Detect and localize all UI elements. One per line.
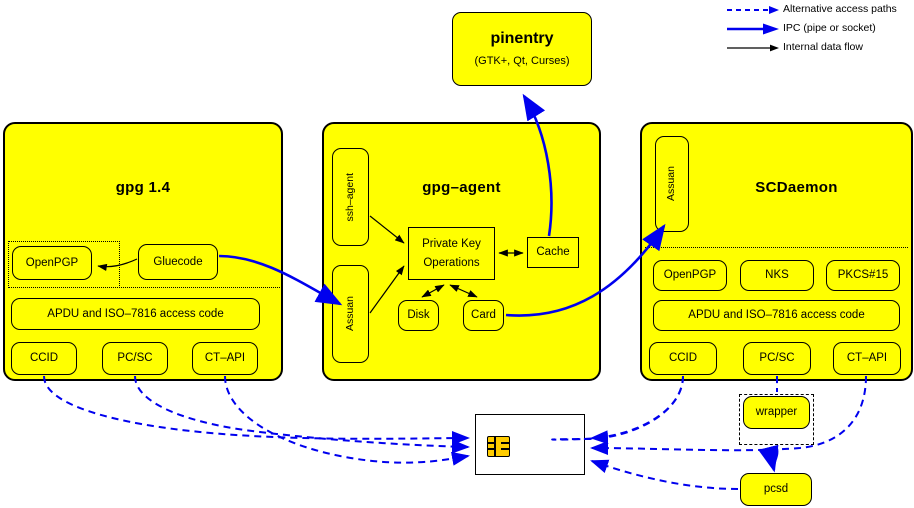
gpg-title: gpg 1.4 [115, 179, 171, 196]
gpgagent-private-key-operations-box[interactable]: Private Key Operations [408, 227, 495, 280]
scdaemon-app-openpgp[interactable]: OpenPGP [653, 260, 727, 291]
pinentry-subtitle: (GTK+, Qt, Curses) [474, 55, 570, 68]
gpgagent-ssh-agent-label: ssh–agent [343, 172, 356, 222]
pko-line-2: Operations [423, 256, 480, 269]
scdaemon-reader-pcsc[interactable]: PC/SC [743, 342, 811, 375]
legend-label-1: IPC (pipe or socket) [783, 22, 876, 34]
alt-path-scd-ctapi-to-card [590, 375, 867, 456]
alt-path-gpg-ctapi-to-card [224, 375, 470, 466]
scdaemon-reader-ccid[interactable]: CCID [649, 342, 717, 375]
ipc-wrapper-to-pcsd [758, 444, 779, 473]
legend-label-0: Alternative access paths [783, 3, 897, 15]
legend: Alternative access paths IPC (pipe or so… [725, 0, 914, 53]
gpgagent-cache-box[interactable]: Cache [527, 237, 579, 268]
dashed-arrow-icon [727, 6, 779, 14]
alt-path-pcsd-to-card [590, 459, 739, 490]
alt-path-gpg-ccid-to-card [43, 375, 470, 446]
scdaemon-app-pkcs15[interactable]: PKCS#15 [826, 260, 900, 291]
gpg-reader-ctapi[interactable]: CT–API [192, 342, 258, 375]
scdaemon-assuan-label: Assuan [665, 166, 678, 202]
scdaemon-title: SCDaemon [755, 179, 838, 196]
legend-row-0: Alternative access paths [725, 2, 914, 18]
gpgagent-title: gpg–agent [422, 179, 501, 196]
pinentry-box[interactable]: pinentry (GTK+, Qt, Curses) [452, 12, 592, 86]
gpg-apdu-box[interactable]: APDU and ISO–7816 access code [11, 298, 260, 330]
alt-path-scd-ccid-to-card [590, 375, 684, 445]
gpgagent-card-box[interactable]: Card [463, 300, 504, 331]
pcsd-box[interactable]: pcsd [740, 473, 812, 506]
legend-row-2: Internal data flow [725, 40, 914, 56]
pinentry-title: pinentry [490, 30, 554, 48]
scdaemon-dotted-divider [645, 247, 908, 249]
legend-row-1: IPC (pipe or socket) [725, 21, 914, 37]
thin-arrow-icon [727, 44, 779, 52]
scdaemon-app-nks[interactable]: NKS [740, 260, 814, 291]
gpgagent-assuan-label: Assuan [343, 296, 356, 332]
gpg-reader-ccid[interactable]: CCID [11, 342, 77, 375]
gpg-reader-pcsc[interactable]: PC/SC [102, 342, 168, 375]
alt-path-gpg-pcsc-to-card [134, 375, 470, 454]
smartcard-chip-icon [487, 436, 510, 457]
scdaemon-apdu-box[interactable]: APDU and ISO–7816 access code [653, 300, 900, 331]
gpg-dotted-region-bottom [8, 287, 280, 289]
gpgagent-assuan-box[interactable]: Assuan [332, 265, 369, 363]
gpgagent-disk-box[interactable]: Disk [398, 300, 439, 331]
scdaemon-reader-ctapi[interactable]: CT–API [833, 342, 901, 375]
legend-label-2: Internal data flow [783, 41, 863, 53]
scdaemon-assuan-box[interactable]: Assuan [655, 136, 689, 232]
gpgagent-ssh-agent-box[interactable]: ssh–agent [332, 148, 369, 246]
pko-line-1: Private Key [422, 238, 481, 251]
thick-arrow-icon [727, 23, 779, 35]
gpg-openpgp-box[interactable]: OpenPGP [12, 246, 92, 280]
wrapper-box[interactable]: wrapper [743, 396, 810, 429]
gpg-gluecode-box[interactable]: Gluecode [138, 244, 218, 280]
